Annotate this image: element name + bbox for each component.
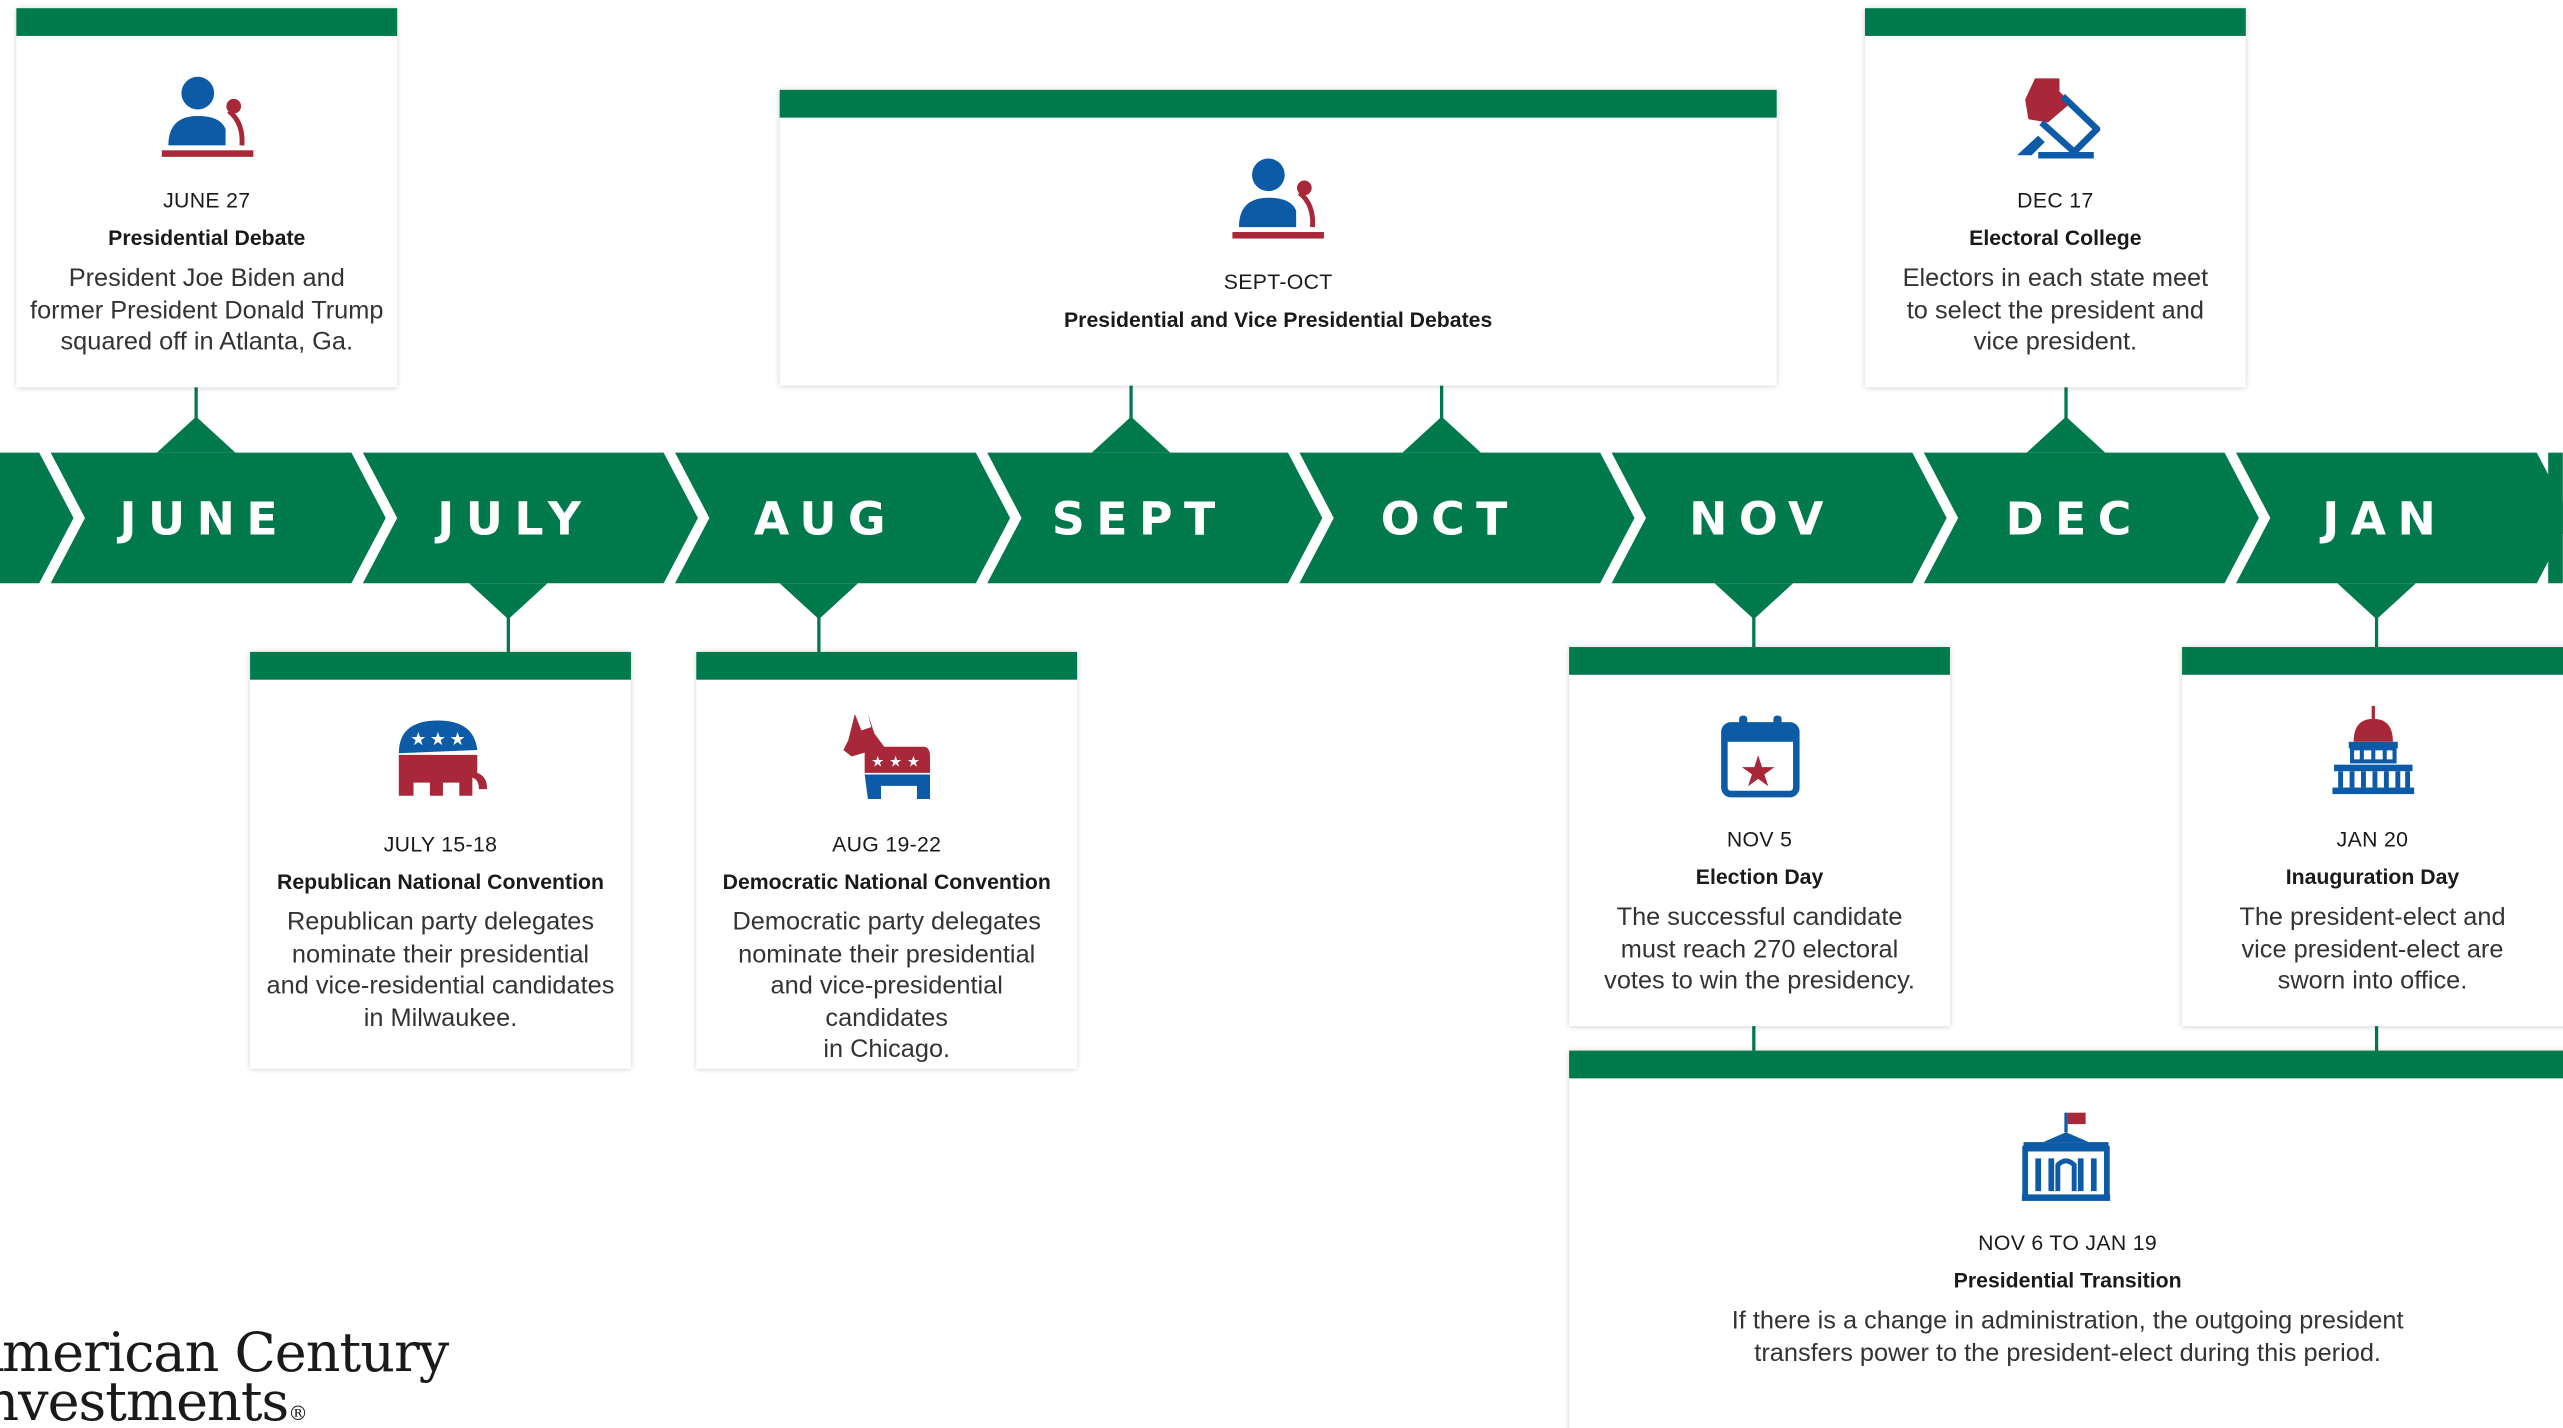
event-card-presidential-transition: NOV 6 TO JAN 19 Presidential Transition …: [1569, 1050, 2563, 1428]
event-title: Democratic National Convention: [722, 869, 1051, 894]
notch-oct: [1402, 416, 1481, 453]
event-date: SEPT-OCT: [1223, 269, 1333, 295]
connector-nov-transition: [1752, 1026, 1756, 1056]
connector-jan: [2374, 611, 2379, 651]
connector-jan-transition: [2374, 1026, 2379, 1056]
svg-text:★: ★: [1738, 748, 1776, 797]
svg-text:★: ★: [409, 729, 425, 750]
event-date: NOV 6 TO JAN 19: [1978, 1230, 2158, 1255]
month-aug: AUG: [753, 491, 897, 546]
logo-line-2: Investments®: [0, 1369, 308, 1428]
event-card-election-day: ★ NOV 5 Election Day The successful cand…: [1569, 647, 1950, 1027]
month-nov: NOV: [1689, 491, 1835, 546]
card-header-bar: [2182, 647, 2563, 675]
white-house-icon: [2021, 1112, 2111, 1201]
event-card-republican-convention: ★ ★ ★ JULY 15-18 Republican National Con…: [250, 651, 631, 1069]
connector-july: [506, 611, 510, 654]
event-description: The president-elect and vice president-e…: [2239, 903, 2506, 996]
event-card-democratic-convention: ★ ★ ★ AUG 19-22 Democratic National Conv…: [696, 651, 1078, 1069]
event-date: NOV 5: [1726, 826, 1793, 852]
event-description: The successful candidate must reach 270 …: [1604, 903, 1915, 996]
event-card-inauguration-day: JAN 20 Inauguration Day The president-el…: [2182, 647, 2563, 1027]
svg-text:★: ★: [429, 729, 445, 750]
american-century-logo: American Century Investments®: [0, 1320, 449, 1428]
event-title: Presidential Transition: [1953, 1267, 2182, 1293]
notch-sept: [1091, 416, 1171, 453]
notch-june: [156, 416, 236, 453]
month-band: [0, 416, 2563, 620]
connector-sept: [1129, 385, 1133, 425]
month-jan: JAN: [2322, 491, 2448, 546]
donkey-icon: ★ ★ ★: [842, 714, 930, 799]
card-header-bar: [696, 651, 1078, 680]
event-description: Electors in each state meet to select th…: [1902, 264, 2209, 357]
logo-line-1: American Century: [0, 1320, 449, 1384]
event-card-electoral-college: DEC 17 Electoral College Electors in eac…: [1864, 8, 2246, 388]
podium-speaker-icon: [1232, 158, 1324, 239]
event-description: Republican party delegates nominate thei…: [266, 908, 615, 1032]
event-date: JULY 15-18: [383, 831, 498, 857]
month-june: JUNE: [119, 491, 290, 546]
notch-nov: [1714, 583, 1794, 620]
connector-june: [194, 387, 198, 427]
card-header-bar: [250, 651, 631, 680]
card-header-bar: [1569, 647, 1950, 675]
event-date: DEC 17: [2017, 187, 2094, 213]
calendar-star-icon: ★: [1720, 715, 1799, 798]
card-header-bar: [1864, 8, 2246, 36]
event-title: Election Day: [1695, 864, 1824, 889]
event-date: JUNE 27: [163, 187, 251, 213]
podium-speaker-icon: [160, 76, 253, 157]
elephant-icon: ★ ★ ★: [398, 720, 487, 796]
event-description: President Joe Biden and former President…: [30, 264, 384, 357]
card-header-bar: [16, 8, 398, 36]
capitol-icon: [2332, 705, 2415, 795]
month-dec: DEC: [2005, 491, 2143, 546]
month-july: JULY: [437, 491, 593, 546]
month-oct: OCT: [1380, 491, 1519, 546]
event-title: Republican National Convention: [276, 869, 604, 894]
event-description: Democratic party delegates nominate thei…: [732, 908, 1041, 1064]
connector-nov: [1752, 611, 1756, 651]
month-sept: SEPT: [1051, 491, 1227, 546]
notch-aug: [779, 583, 859, 620]
connector-aug: [817, 611, 821, 654]
notch-july: [469, 583, 548, 620]
event-description: If there is a change in administration, …: [1731, 1307, 2404, 1367]
event-card-presidential-debate: JUNE 27 Presidential Debate President Jo…: [16, 8, 398, 388]
event-title: Presidential and Vice Presidential Debat…: [1064, 307, 1493, 332]
connector-oct: [1439, 385, 1444, 425]
card-header-bar: [779, 89, 1777, 118]
event-title: Presidential Debate: [108, 225, 306, 250]
event-date: JAN 20: [2336, 826, 2409, 852]
svg-text:★: ★: [449, 729, 465, 750]
event-title: Inauguration Day: [2285, 864, 2460, 889]
event-title: Electoral College: [1969, 225, 2142, 250]
ballot-box-icon: [2016, 78, 2100, 159]
connector-dec: [2064, 387, 2068, 427]
notch-jan: [2337, 583, 2416, 620]
notch-dec: [2026, 416, 2106, 453]
event-date: AUG 19-22: [832, 831, 942, 857]
svg-text:★ ★ ★: ★ ★ ★: [870, 753, 919, 770]
card-header-bar: [1569, 1050, 2563, 1079]
event-card-debates: SEPT-OCT Presidential and Vice President…: [779, 89, 1777, 386]
